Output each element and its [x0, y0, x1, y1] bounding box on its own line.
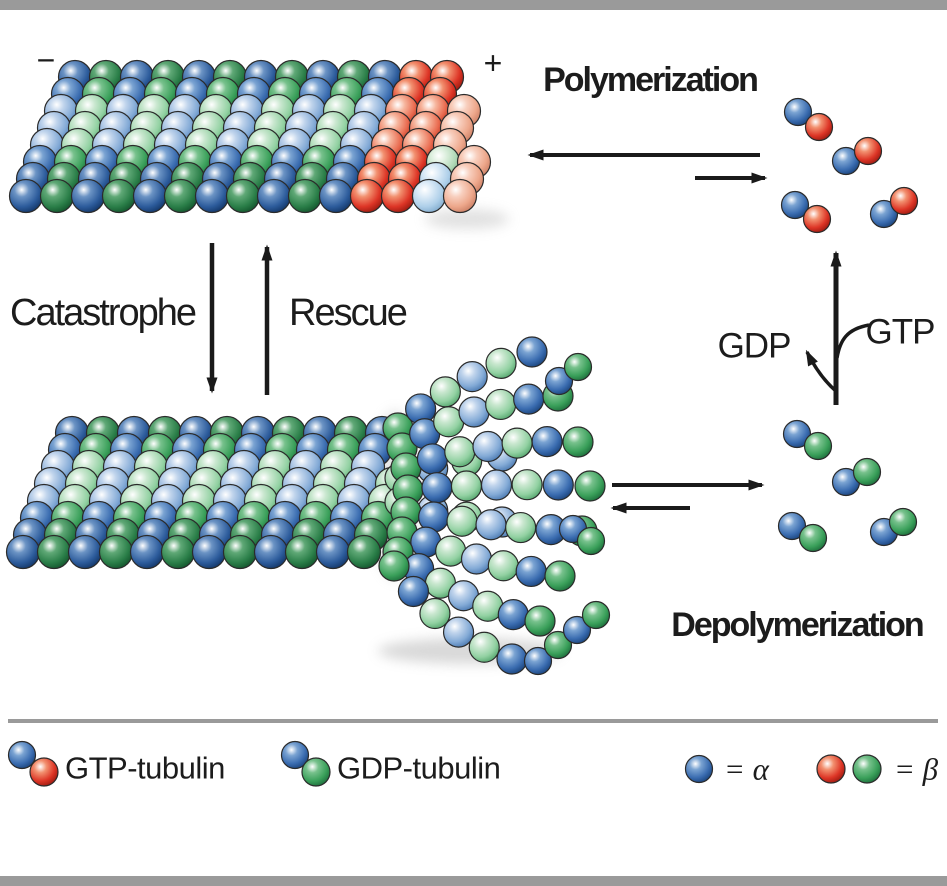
top-border-bar — [0, 0, 947, 10]
protofilament-chain — [390, 426, 594, 484]
gdp-tubulin-dimer — [782, 419, 833, 461]
legend-gtp-tubulin-label: GTP-tubulin — [65, 750, 225, 786]
gdp-label: GDP — [717, 326, 792, 366]
gdp-out-curve — [805, 349, 839, 394]
gdp-tubulin-dimer — [777, 511, 828, 553]
protofilament-chain — [378, 550, 528, 675]
legend-gtp-dimer-icon — [7, 740, 59, 787]
catastrophe-label: Catastrophe — [10, 292, 197, 334]
gtp-tubulin-dimer — [869, 186, 919, 229]
legend-alpha-sphere-icon — [684, 754, 714, 784]
gtp-label: GTP — [865, 312, 936, 352]
minus-end-label: − — [36, 42, 56, 78]
depolymerization-label: Depolymerization — [671, 606, 924, 644]
top-microtubule — [8, 59, 492, 214]
gdp-tubulin-dimer — [831, 457, 882, 497]
gtp-tubulin-dimer — [783, 97, 834, 142]
gtp-tubulin-dimer — [780, 190, 832, 234]
rescue-label: Rescue — [289, 292, 408, 334]
legend-alpha-label: = α — [724, 751, 769, 787]
polymerization-label: Polymerization — [543, 61, 759, 99]
legend-beta-label: = β — [894, 751, 939, 787]
protofilament-chain — [382, 336, 548, 444]
legend-gdp-tubulin-label: GDP-tubulin — [337, 750, 501, 786]
plus-end-label: + — [483, 45, 503, 81]
gdp-tubulin-dimer — [869, 507, 918, 547]
legend-beta-spheres-icon — [816, 754, 882, 784]
bottom-microtubule — [5, 415, 410, 570]
gtp-tubulin-dimer — [831, 136, 883, 176]
gdp-tubulin-dimer — [558, 514, 606, 556]
gdp-tubulin-dimer — [544, 352, 593, 396]
legend-gdp-dimer-icon — [280, 740, 331, 787]
gdp-tubulin-oligomer — [523, 600, 611, 676]
gtp-in-curve — [835, 323, 870, 359]
bottom-border-bar — [0, 876, 947, 886]
legend-divider — [8, 719, 938, 723]
